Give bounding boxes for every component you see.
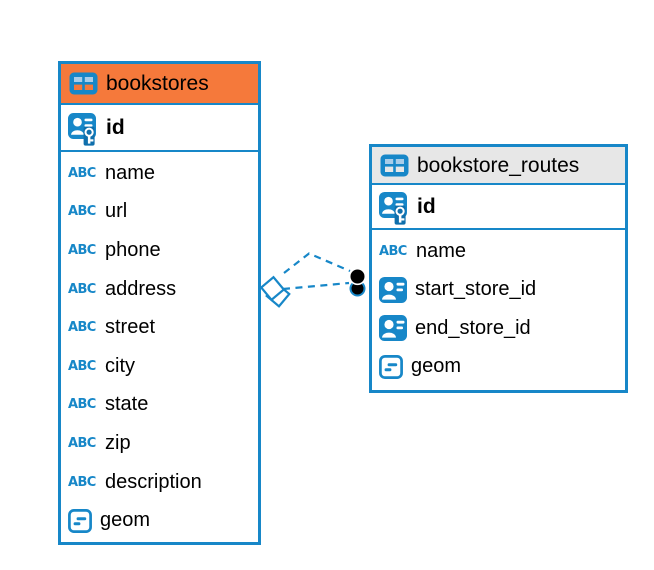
geometry-type-icon <box>379 355 403 379</box>
reference-column-icon <box>379 315 407 341</box>
column-name: name <box>105 161 156 184</box>
text-type-icon: ABC <box>68 165 96 181</box>
relationship-dot-markers <box>348 267 367 297</box>
column-row-start-store-id[interactable]: start_store_id <box>372 271 625 310</box>
column-row-street[interactable]: ABC street <box>61 308 258 347</box>
column-row-geom[interactable]: geom <box>61 501 258 540</box>
text-type-icon: ABC <box>68 204 96 220</box>
column-row-phone[interactable]: ABC phone <box>61 231 258 270</box>
table-bookstores-header[interactable]: bookstores <box>61 64 258 105</box>
column-list: ABC name start_store_id end_store_id ge <box>372 230 625 386</box>
column-name: start_store_id <box>415 278 537 301</box>
column-name: geom <box>100 509 151 532</box>
column-row-zip[interactable]: ABC zip <box>61 424 258 463</box>
relationship-line-upper[interactable] <box>283 252 351 274</box>
column-name: geom <box>411 355 462 378</box>
column-name: name <box>416 239 467 262</box>
table-title: bookstores <box>106 72 209 95</box>
text-type-icon: ABC <box>68 435 96 451</box>
column-name: description <box>105 470 202 493</box>
table-icon <box>69 72 98 95</box>
column-name: end_store_id <box>415 316 531 339</box>
text-type-icon: ABC <box>68 242 96 258</box>
text-type-icon: ABC <box>68 474 96 490</box>
relationship-line-lower[interactable] <box>282 281 350 291</box>
column-row-end-store-id[interactable]: end_store_id <box>372 309 625 348</box>
column-name: phone <box>105 238 161 261</box>
column-name: state <box>105 393 149 416</box>
text-type-icon: ABC <box>379 243 407 259</box>
reference-column-icon <box>379 277 407 303</box>
column-name: url <box>105 200 128 223</box>
primary-key-row[interactable]: id <box>61 105 258 152</box>
table-icon <box>380 154 409 177</box>
table-bookstore-routes[interactable]: bookstore_routes id ABC name start_store… <box>369 144 628 393</box>
column-name: zip <box>105 431 131 454</box>
table-title: bookstore_routes <box>417 153 580 177</box>
column-row-description[interactable]: ABC description <box>61 463 258 502</box>
column-list: ABC name ABC url ABC phone ABC address A… <box>61 152 258 540</box>
primary-key-icon <box>68 116 98 144</box>
column-row-state[interactable]: ABC state <box>61 386 258 425</box>
table-bookstores[interactable]: bookstores id ABC name ABC url ABC phone… <box>58 61 261 545</box>
column-row-geom[interactable]: geom <box>372 348 625 387</box>
table-bookstore-routes-header[interactable]: bookstore_routes <box>372 147 625 185</box>
column-row-city[interactable]: ABC city <box>61 347 258 386</box>
text-type-icon: ABC <box>68 397 96 413</box>
column-row-url[interactable]: ABC url <box>61 193 258 232</box>
column-row-address[interactable]: ABC address <box>61 270 258 309</box>
column-row-name[interactable]: ABC name <box>61 154 258 193</box>
column-name: street <box>105 316 156 339</box>
text-type-icon: ABC <box>68 358 96 374</box>
column-name: id <box>106 115 125 139</box>
column-row-name[interactable]: ABC name <box>372 232 625 271</box>
geometry-type-icon <box>68 509 92 533</box>
relationship-diamond-markers <box>259 275 291 308</box>
primary-key-icon <box>379 195 409 223</box>
text-type-icon: ABC <box>68 320 96 336</box>
column-name: id <box>417 194 436 218</box>
primary-key-row[interactable]: id <box>372 185 625 230</box>
column-name: address <box>105 277 177 300</box>
column-name: city <box>105 354 135 377</box>
text-type-icon: ABC <box>68 281 96 297</box>
